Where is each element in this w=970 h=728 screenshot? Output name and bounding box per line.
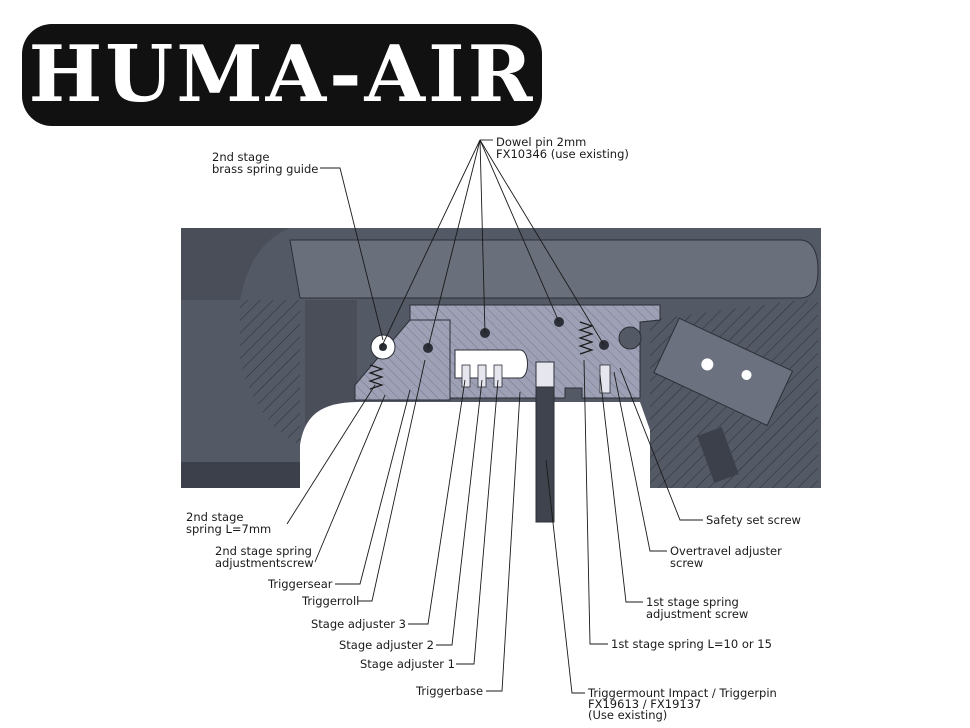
leader-safety-set-screw [619, 367, 703, 521]
leader-dowel-pin-1 [379, 139, 481, 351]
label-second-stage-spring-screw: 2nd stage spring adjustmentscrew [215, 544, 316, 570]
label-triggermount-line1: Triggermount Impact / Triggerpin [587, 686, 777, 700]
leader-stage-adjuster-2 [436, 379, 483, 646]
label-group: Dowel pin 2mm FX10346 (use existing) 2nd… [186, 135, 801, 722]
leader-overtravel-adjuster [613, 371, 667, 552]
label-first-stage-spring-screw: 1st stage spring adjustment screw [646, 595, 748, 621]
stage-adjuster-1-part [461, 364, 471, 388]
label-overtravel-adjuster: Overtravel adjuster screw [670, 544, 785, 570]
label-triggermount-line2: FX19613 / FX19137 [588, 697, 701, 711]
leader-triggermount [545, 459, 585, 694]
brass-spring-guide-pin [379, 343, 387, 351]
label-triggersear: Triggersear [267, 577, 333, 591]
safety-lever [697, 427, 739, 483]
leader-stage-adjuster-3 [408, 379, 466, 625]
label-overtravel-adjuster-line1: Overtravel adjuster [670, 544, 782, 558]
label-first-stage-spring: 1st stage spring L=10 or 15 [611, 637, 772, 651]
label-first-stage-spring-screw-line1: 1st stage spring [646, 595, 739, 609]
label-second-stage-spring-line1: 2nd stage [186, 510, 243, 524]
trigger-mechanism [354, 304, 661, 523]
label-triggerbase: Triggerbase [415, 684, 483, 698]
label-second-stage-spring-screw-line1: 2nd stage spring [215, 544, 312, 558]
second-stage-spring-part [368, 364, 384, 390]
triggermount-pin [535, 361, 555, 388]
stage-adjuster-3-part [493, 364, 503, 388]
leader-dowel-pin-5 [479, 139, 605, 346]
label-overtravel-adjuster-line2: screw [670, 556, 703, 570]
housing-left-upper [181, 228, 290, 300]
leader-second-stage-spring [286, 384, 376, 525]
label-first-stage-spring-screw-line2: adjustment screw [646, 607, 748, 621]
leader-dowel-pin-2 [427, 139, 481, 349]
label-stage-adjuster-1: Stage adjuster 1 [360, 657, 455, 671]
label-safety-set-screw: Safety set screw [706, 513, 801, 527]
label-stage-adjuster-2: Stage adjuster 2 [339, 638, 434, 652]
first-stage-spring-part [578, 321, 594, 355]
label-second-stage-spring-screw-line2: adjustmentscrew [215, 556, 314, 570]
leader-first-stage-spring-screw [599, 374, 643, 603]
label-triggermount: Triggermount Impact / Triggerpin FX19613… [587, 686, 781, 722]
label-brass-spring-guide: 2nd stage brass spring guide [212, 150, 318, 176]
safety-assembly [653, 317, 794, 427]
leader-first-stage-spring [583, 359, 608, 645]
label-second-stage-spring: 2nd stage spring L=7mm [186, 510, 271, 536]
label-dowel-pin-line1: Dowel pin 2mm [496, 135, 586, 149]
first-stage-screw-part [599, 364, 611, 394]
label-brass-spring-guide-line2: brass spring guide [212, 162, 318, 176]
triggersear-part [354, 319, 451, 401]
leader-dowel-pin-3 [479, 139, 486, 334]
overtravel-screw-head [618, 326, 642, 350]
housing-left-hatch [240, 300, 300, 445]
label-dowel-pin: Dowel pin 2mm FX10346 (use existing) [496, 135, 629, 161]
stage-adjuster-2-part [477, 364, 487, 388]
housing [181, 228, 821, 488]
leader-triggersear [335, 389, 411, 585]
leader-stage-adjuster-1 [456, 379, 499, 665]
label-stage-adjuster-3: Stage adjuster 3 [311, 617, 406, 631]
housing-left-lower [181, 228, 300, 488]
label-second-stage-spring-line2: spring L=7mm [186, 522, 271, 536]
label-dowel-pin-line2: FX10346 (use existing) [496, 147, 629, 161]
label-brass-spring-guide-line1: 2nd stage [212, 150, 269, 164]
leader-brass-spring-guide [320, 167, 384, 341]
leader-triggerroll [358, 359, 426, 602]
leader-lines [286, 139, 703, 694]
logo-text: HUMA-AIR [28, 29, 536, 120]
leader-second-stage-spring-screw [314, 394, 386, 563]
leader-dowel-pin-4 [479, 139, 560, 323]
stage-adjuster-slot [454, 349, 528, 379]
huma-air-logo: HUMA-AIR [22, 24, 542, 126]
label-triggerroll: Triggerroll [301, 594, 359, 608]
label-triggermount-line3: (Use existing) [588, 708, 667, 722]
bore-channel [289, 239, 819, 299]
leader-triggerbase [486, 391, 521, 692]
